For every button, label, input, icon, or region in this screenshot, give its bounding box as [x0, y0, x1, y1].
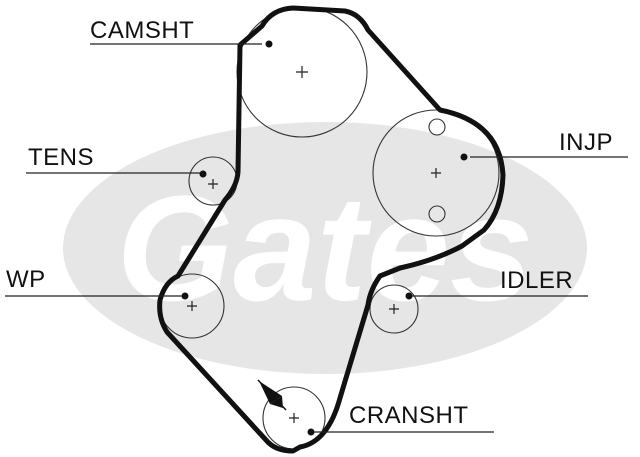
timing-belt [157, 5, 506, 454]
crankshaft-label: CRANSHT [349, 402, 469, 429]
water-pump-timing-dot [181, 292, 189, 300]
tensioner-timing-dot [199, 170, 207, 178]
water-pump-label: WP [6, 266, 46, 293]
injection-pump-hole-top [428, 118, 446, 136]
camshaft-center-mark [296, 66, 308, 78]
watermark-text: Gates [117, 164, 534, 332]
injection-pump-pulley [372, 109, 500, 237]
camshaft-label: CAMSHT [90, 17, 194, 44]
tensioner-center-mark [208, 179, 218, 189]
watermark-logo: Gates [63, 122, 587, 374]
timing-marks [181, 40, 468, 436]
rotation-arrow-icon [257, 379, 287, 411]
tensioner-label: TENS [28, 144, 94, 171]
injection-pump-label: INJP [559, 129, 613, 156]
crankshaft-center-mark [289, 413, 299, 423]
idler-timing-dot [405, 292, 413, 300]
idler-pulley [369, 284, 419, 334]
water-pump-center-mark [187, 301, 197, 311]
idler-center-mark [389, 304, 399, 314]
camshaft-timing-dot [265, 40, 273, 48]
watermark-oval [63, 122, 587, 374]
injection-pump-center-mark [431, 168, 441, 178]
center-marks [187, 66, 441, 423]
injection-pump-hole-bottom [428, 205, 446, 223]
crankshaft-timing-dot [307, 428, 315, 436]
injection-pump-timing-dot [460, 153, 468, 161]
idler-label: IDLER [500, 267, 573, 294]
